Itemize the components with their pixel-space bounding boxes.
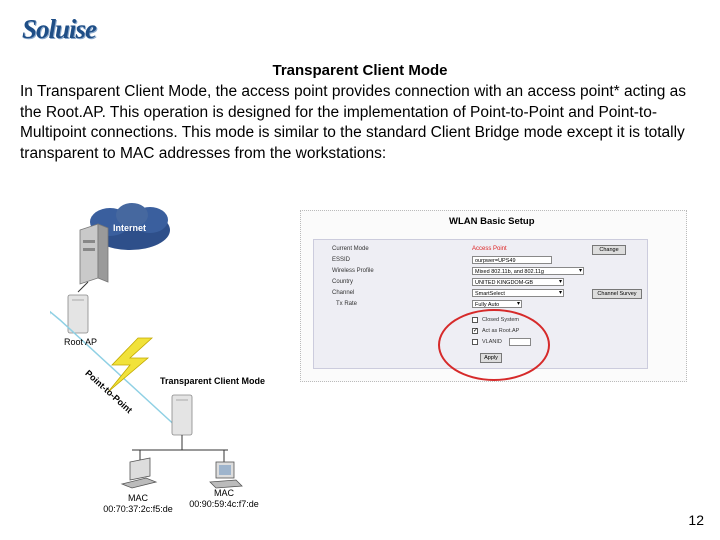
slide-title: Transparent Client Mode: [272, 62, 448, 79]
label-country: Country: [332, 279, 354, 285]
wlan-setup-screenshot: WLAN Basic Setup Current Mode ESSID Wire…: [300, 210, 687, 382]
tx-rate-select[interactable]: Fully Auto: [472, 300, 522, 308]
transparent-client-mode-label: Transparent Client Mode: [160, 376, 266, 386]
mac-right-label: MAC: [214, 488, 234, 498]
mac-left-address: 00:70:37:2c:f5:de: [103, 504, 173, 514]
wireless-profile-select[interactable]: Mixed 802.11b, and 802.11g: [472, 267, 584, 275]
laptop-workstation-icon: [120, 457, 158, 489]
label-wireless-profile: Wireless Profile: [332, 268, 374, 274]
wireless-link-lightning-icon: [107, 337, 154, 393]
desktop-workstation-icon: [209, 461, 243, 489]
page-number: 12: [688, 512, 704, 528]
solwise-logo: Soluise: [22, 14, 97, 44]
root-ap-label: Root AP: [64, 337, 98, 347]
wlan-setup-title: WLAN Basic Setup: [449, 216, 535, 227]
current-mode-value: Access Point: [472, 246, 507, 252]
change-button[interactable]: Change: [592, 245, 626, 255]
channel-survey-button[interactable]: Channel Survey: [592, 289, 642, 299]
highlight-oval: [438, 309, 550, 381]
internet-label: Internet: [113, 223, 147, 233]
mac-left: MAC 00:70:37:2c:f5:de: [98, 493, 178, 515]
slide-body-text: In Transparent Client Mode, the access p…: [20, 83, 687, 162]
channel-select[interactable]: SmartSelect: [472, 289, 564, 297]
client-ap-device-icon: [171, 394, 193, 436]
label-current-mode: Current Mode: [332, 246, 369, 252]
mac-right: MAC 00:90:59:4c:f7:de: [184, 488, 264, 510]
server-icon: [79, 223, 109, 285]
label-channel: Channel: [332, 290, 355, 296]
internet-cloud-icon: [90, 203, 170, 250]
mac-right-address: 00:90:59:4c:f7:de: [189, 499, 259, 509]
network-diagram: Internet Root AP Point-to-Point Transpar…: [50, 200, 300, 520]
country-select[interactable]: UNITED KINGDOM-GB: [472, 278, 564, 286]
wlan-setup-form: Current Mode ESSID Wireless Profile Coun…: [313, 239, 648, 369]
network-diagram-svg: [50, 203, 243, 489]
label-essid: ESSID: [332, 257, 351, 263]
label-tx-rate: Tx Rate: [336, 301, 358, 307]
essid-input[interactable]: ourpwer=UPS49: [472, 256, 552, 264]
mac-left-label: MAC: [128, 493, 148, 503]
root-ap-device-icon: [67, 294, 89, 334]
